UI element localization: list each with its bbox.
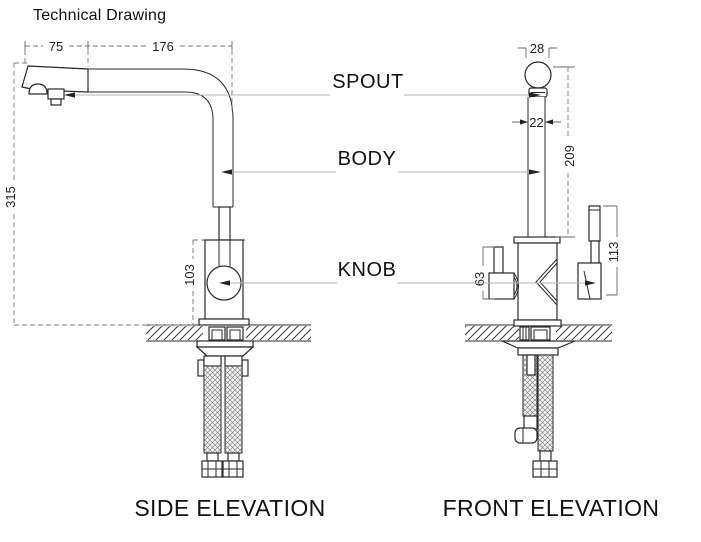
side-elevation-view [21, 65, 311, 478]
front-lever-handle [577, 205, 602, 300]
elbow-fitting [514, 427, 538, 444]
dim-209: 209 [562, 145, 577, 167]
label-body: BODY [338, 148, 397, 170]
dim-103: 103 [182, 239, 204, 325]
dim-209: 209 [553, 66, 577, 238]
front-body [513, 236, 562, 327]
dim-315: 315 [3, 186, 18, 208]
hose-nut-right [222, 460, 244, 478]
front-filter-knob [488, 246, 519, 300]
knob-leader: KNOB [219, 259, 596, 286]
front-hose-nut [532, 460, 558, 478]
dim-22: 22 [529, 115, 543, 130]
mounting-stud [526, 354, 536, 376]
front-elevation-caption: FRONT ELEVATION [443, 495, 660, 521]
side-elevation-caption: SIDE ELEVATION [134, 495, 325, 521]
body-leader: BODY [221, 148, 541, 175]
part-labels: SPOUT BODY KNOB [64, 71, 596, 286]
page-title: Technical Drawing [33, 7, 167, 24]
front-dimensions: 28 22 209 113 63 [472, 41, 621, 300]
front-under-counter [501, 340, 576, 478]
dim-75-176: 75 176 [24, 39, 233, 112]
dim-28: 28 [518, 41, 557, 58]
label-knob: KNOB [338, 259, 397, 281]
label-spout: SPOUT [332, 71, 403, 93]
dim-28: 28 [530, 41, 544, 56]
dim-113: 113 [606, 242, 621, 263]
aerator-block [47, 88, 65, 100]
aerator-tip [28, 83, 48, 95]
dim-113: 113 [603, 205, 621, 296]
dim-63: 63 [472, 272, 487, 286]
dim-103: 103 [182, 264, 197, 286]
front-countertop [465, 324, 612, 342]
spout-leader: SPOUT [64, 71, 541, 98]
dim-75: 75 [49, 39, 63, 54]
side-dimensions: 75 176 315 103 [3, 39, 233, 326]
side-spout [21, 65, 234, 208]
side-under-counter [195, 340, 255, 478]
front-elevation-view [465, 61, 612, 478]
hose-nut-left [201, 460, 223, 478]
side-countertop [146, 324, 311, 342]
dim-176: 176 [152, 39, 174, 54]
hose-right [224, 365, 243, 454]
front-hose-right [537, 354, 554, 452]
front-spout [524, 61, 552, 237]
hose-left [203, 365, 222, 454]
dim-22: 22 [512, 115, 561, 130]
dim-315: 315 [3, 62, 193, 326]
